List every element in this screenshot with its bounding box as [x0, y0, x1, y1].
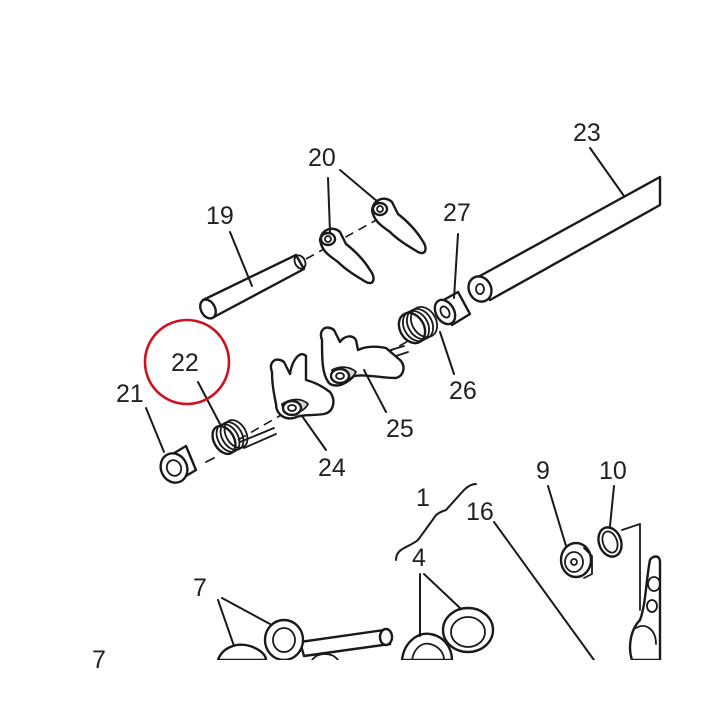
- part-25-fork-rocker: [319, 326, 405, 387]
- callout-1: 1: [416, 484, 430, 512]
- part-24-fork-rocker: [269, 353, 335, 420]
- callout-27: 27: [443, 199, 471, 227]
- callout-labels: 23 20 19 27 22 21 26 25 24 9 10 1 16 4 7: [116, 119, 627, 602]
- part-22-spring: [205, 419, 277, 463]
- callout-21: 21: [116, 380, 144, 408]
- part-4-rings: [400, 606, 495, 662]
- callout-25: 25: [386, 415, 414, 443]
- callout-26: 26: [449, 377, 477, 405]
- callout-24: 24: [318, 454, 346, 482]
- callout-7b: 7: [92, 646, 106, 674]
- callout-19: 19: [206, 202, 234, 230]
- part-9-plug: [559, 541, 593, 579]
- callout-20: 20: [308, 144, 336, 172]
- part-20-rocker-arm-right: [370, 197, 427, 255]
- callout-22: 22: [171, 349, 199, 377]
- callout-10: 10: [599, 457, 627, 485]
- highlight-circle: [143, 318, 231, 406]
- part-20-rocker-arm-left: [318, 227, 375, 285]
- callout-4: 4: [412, 544, 426, 572]
- part-19-pin: [199, 253, 307, 320]
- callout-7a: 7: [193, 574, 207, 602]
- housing-partial: [628, 523, 662, 662]
- bottom-crop-mask: [0, 660, 720, 720]
- leader-lines: [145, 147, 625, 661]
- part-10-o-ring: [597, 523, 641, 558]
- part-26-spring: [383, 306, 439, 359]
- axis-line-mid: [359, 339, 411, 369]
- callout-9: 9: [536, 457, 550, 485]
- part-1-bracket: [395, 483, 477, 561]
- part-27-bushing: [433, 290, 472, 327]
- part-7-shaft-assembly: [216, 618, 394, 662]
- callout-23: 23: [573, 119, 601, 147]
- axis-line-lower: [237, 403, 301, 441]
- callout-16: 16: [466, 498, 494, 526]
- part-23-shaft: [467, 175, 662, 303]
- part-21-bushing: [159, 444, 198, 484]
